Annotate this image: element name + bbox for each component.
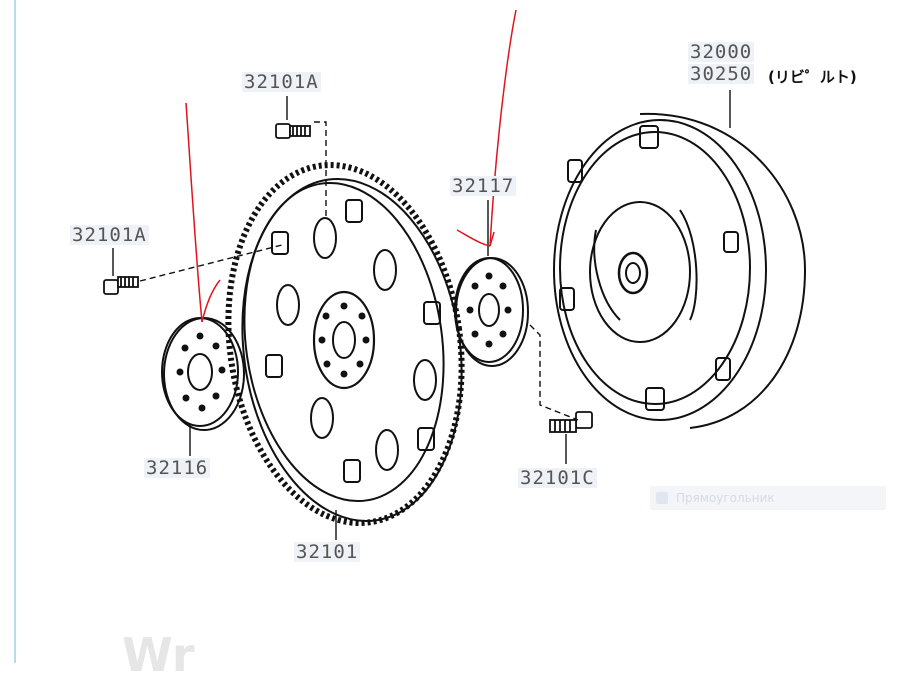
flywheel-tab <box>417 427 435 451</box>
flywheel-hole <box>313 217 337 259</box>
flywheel-hole <box>413 359 437 401</box>
bolt-left <box>103 276 139 295</box>
flywheel-face <box>243 181 445 503</box>
spacer-plate-left <box>161 317 245 431</box>
parts-diagram <box>103 9 807 540</box>
frame-border <box>14 0 16 663</box>
flywheel-tab <box>345 199 363 223</box>
red-arrow-left-head <box>201 279 221 323</box>
red-arrow-right-head <box>489 231 495 247</box>
label-bolt-right: 32101C <box>518 467 597 489</box>
converter-lug <box>559 287 575 311</box>
leader-lines <box>112 90 731 540</box>
converter-lug <box>723 231 739 253</box>
flywheel-hole <box>276 284 300 326</box>
label-converter-note: (リビ゜ルト) <box>768 68 857 86</box>
label-converter-2: 30250 <box>688 63 755 85</box>
flywheel-hole <box>373 249 397 291</box>
watermark: Wr <box>122 628 195 682</box>
converter-lug <box>639 125 659 149</box>
red-annotations <box>185 9 517 323</box>
dashed-leader <box>314 121 327 220</box>
flywheel-tab <box>343 459 361 483</box>
flywheel-tab <box>423 301 441 325</box>
label-bolt-upper: 32101A <box>242 71 321 93</box>
converter-lug <box>715 357 731 381</box>
flywheel-hole <box>375 429 399 471</box>
rectangle-icon <box>656 492 668 504</box>
flywheel-drive-plate <box>225 162 465 526</box>
dashed-leader <box>139 244 283 282</box>
shape-tag-label: Прямоугольник <box>676 491 775 505</box>
label-converter-1: 32000 <box>688 41 755 63</box>
bolt-right <box>549 411 593 433</box>
flywheel-hub <box>312 290 376 390</box>
red-arrow-left <box>185 102 203 323</box>
red-arrow-right-head <box>456 229 491 247</box>
label-plate-left: 32116 <box>144 457 211 479</box>
hub-bolt-holes <box>318 302 370 378</box>
dashed-leader <box>529 324 579 421</box>
flywheel-hole <box>310 397 334 439</box>
bolt-upper <box>275 123 311 139</box>
converter-lug <box>645 387 665 411</box>
label-bolt-left: 32101A <box>70 224 149 246</box>
label-flywheel: 32101 <box>294 541 361 563</box>
flywheel-tab <box>271 231 289 255</box>
label-plate-right: 32117 <box>450 175 517 197</box>
shape-tag[interactable]: Прямоугольник <box>650 486 886 510</box>
converter-lug <box>567 159 583 183</box>
flywheel-tab <box>265 354 283 378</box>
spacer-plate-right <box>454 257 529 367</box>
torque-converter <box>553 112 807 429</box>
flywheel-center-bore <box>332 321 356 359</box>
red-arrow-right <box>489 9 517 247</box>
